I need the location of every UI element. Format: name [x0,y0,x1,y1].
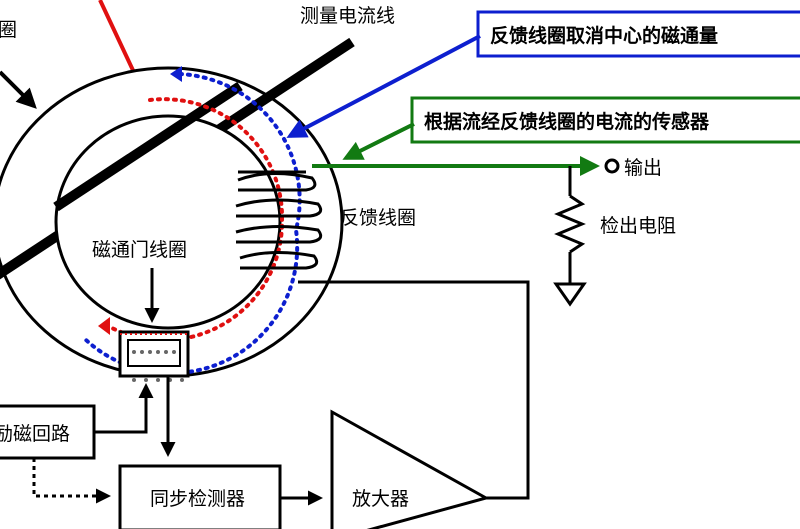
fluxgate-coil-element [118,330,190,382]
red-flux-arrowhead [98,317,110,335]
excitation-to-sensor-line [94,383,154,434]
excitation-to-detector-dotted [32,458,111,504]
green-callout-box [410,96,800,144]
blue-flux-arrowhead [170,66,182,82]
detection-resistor [554,166,586,284]
measured-current-wire-inner [53,81,243,212]
fluxgate-coil-label: 磁通门线圈 [92,239,187,261]
ground-symbol [553,282,587,307]
blue-flux-path [84,72,302,376]
feedback-coil-windings [235,170,323,270]
blue-callout-box [476,10,800,58]
feedback-coil-label: 反馈线圈 [340,207,416,229]
green-callout-text: 根据流经反馈线圈的电流的传感器 [424,110,710,133]
detection-resistor-label: 检出电阻 [600,215,676,237]
feedback-return-line [298,280,530,500]
blue-callout-arrow [286,34,481,138]
amplifier-triangle [330,409,490,529]
measured-wire-label: 测量电流线 [300,5,395,27]
output-label: 输出 [624,157,662,179]
excitation-circuit-label: 励磁回路 [0,423,70,445]
core-ring-inner [54,114,282,330]
output-terminal [604,158,620,174]
green-callout-arrow [342,122,415,160]
top-left-pointer-arrow [0,70,37,109]
amplifier-label: 放大器 [352,488,409,510]
sync-detector-label: 同步检测器 [150,488,245,510]
blue-callout-text: 反馈线圈取消中心的磁通量 [490,24,718,47]
top-left-partial-label: 圈 [0,19,17,41]
